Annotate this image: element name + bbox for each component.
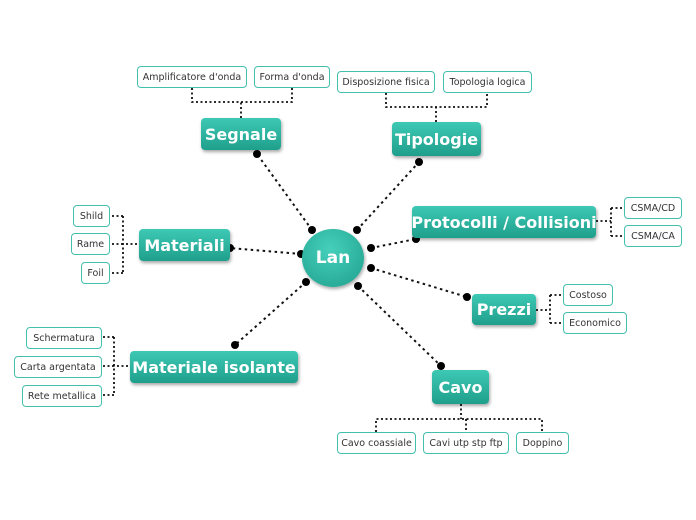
- leaf-doppino[interactable]: Doppino: [516, 432, 569, 454]
- central-topic-lan[interactable]: Lan: [302, 229, 364, 287]
- leaf-schermatura[interactable]: Schermatura: [26, 327, 102, 349]
- leaf-disposizione-fisica[interactable]: Disposizione fisica: [337, 71, 435, 93]
- leaf-cavi-utp-stp-ftp[interactable]: Cavi utp stp ftp: [423, 432, 509, 454]
- connector-protocolli: [370, 238, 417, 249]
- center-connectors: [229, 153, 468, 367]
- leaf-shild[interactable]: Shild: [73, 205, 110, 227]
- leaf-brackets: [102, 88, 624, 432]
- connector-prezzi: [370, 267, 468, 298]
- leaf-rame[interactable]: Rame: [71, 233, 110, 255]
- topic-protocolli-collisioni[interactable]: Protocolli / Collisioni: [411, 206, 597, 238]
- connector-materiale-isolante: [234, 281, 307, 346]
- connector-materiali: [229, 247, 302, 255]
- topic-materiali[interactable]: Materiali: [139, 229, 230, 261]
- topic-cavo[interactable]: Cavo: [432, 370, 489, 404]
- leaf-csma-cd[interactable]: CSMA/CD: [624, 197, 682, 219]
- leaf-rete-metallica[interactable]: Rete metallica: [22, 385, 102, 407]
- leaf-topologia-logica[interactable]: Topologia logica: [443, 71, 532, 93]
- leaf-costoso[interactable]: Costoso: [563, 284, 613, 306]
- leaf-cavo-coassiale[interactable]: Cavo coassiale: [337, 432, 416, 454]
- leaf-csma-ca[interactable]: CSMA/CA: [624, 225, 682, 247]
- topic-materiale-isolante[interactable]: Materiale isolante: [130, 351, 298, 383]
- leaf-amplificatore-onda[interactable]: Amplificatore d'onda: [137, 66, 247, 88]
- connector-tipologie: [356, 161, 420, 231]
- connector-segnale: [256, 153, 313, 231]
- leaf-economico[interactable]: Economico: [563, 312, 627, 334]
- topic-tipologie[interactable]: Tipologie: [392, 122, 481, 156]
- leaf-foil[interactable]: Foil: [81, 262, 110, 284]
- topic-segnale[interactable]: Segnale: [201, 118, 281, 150]
- topic-prezzi[interactable]: Prezzi: [472, 294, 536, 325]
- leaf-carta-argentata[interactable]: Carta argentata: [14, 356, 102, 378]
- leaf-forma-onda[interactable]: Forma d'onda: [254, 66, 330, 88]
- connector-cavo: [357, 285, 442, 367]
